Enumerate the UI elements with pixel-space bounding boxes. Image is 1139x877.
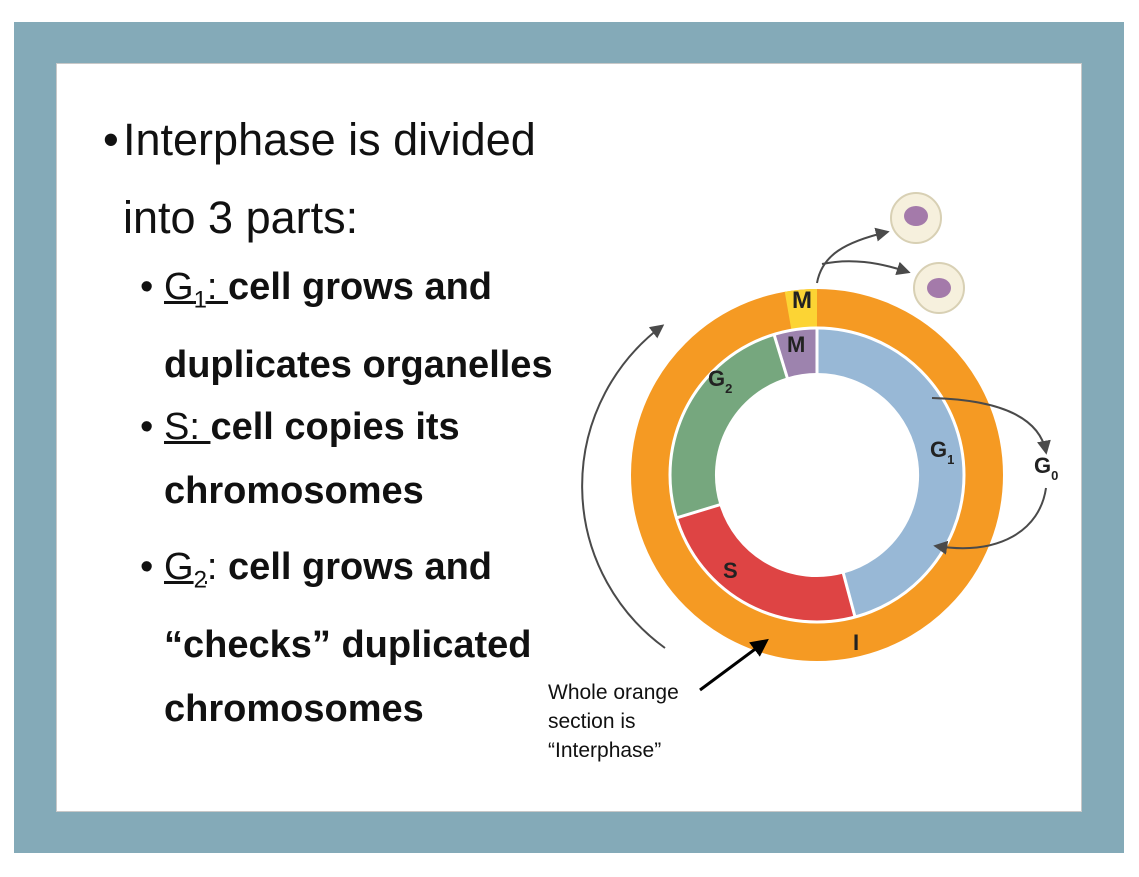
g2-segment: [670, 335, 788, 518]
g2-label: G2: [164, 546, 207, 594]
segment-divider: [841, 572, 857, 618]
slide-body: [56, 63, 1082, 812]
main-bullet: •Interphase is divided into 3 parts:: [103, 101, 663, 257]
g1-segment: [816, 329, 964, 617]
interphase-caption: Whole orange section is “Interphase”: [548, 681, 679, 762]
outer-m-label: M: [792, 287, 812, 314]
cycle-direction-arrow: [581, 324, 666, 649]
main-bullet-line2: into 3 parts:: [123, 192, 359, 243]
segment-dividers: [675, 328, 857, 618]
g1-label-text: G1: [930, 437, 954, 467]
g1-label: G1:: [164, 266, 229, 314]
mitosis-outer-segment: [784, 288, 818, 330]
s-label: S:: [164, 406, 211, 448]
inner-m-label: M: [787, 332, 805, 357]
g0-enter-arrow: [931, 397, 1051, 455]
daughter-cell-1: [890, 192, 942, 244]
sub-bullet-g1: • G1: cell grows and duplicates organell…: [140, 255, 620, 397]
bullet-dot: •: [103, 114, 119, 165]
separator-ring: [668, 326, 966, 624]
s-label-text: S: [723, 558, 738, 583]
sub-bullet-g2: • G2: cell grows and “checks” duplicated…: [140, 535, 620, 741]
bullet-dot: •: [140, 406, 154, 448]
g0-label-text: G0: [1034, 453, 1058, 483]
g0-exit-arrow: [933, 487, 1047, 555]
segment-divider: [675, 503, 721, 520]
daughter-arrow-1: [816, 227, 890, 284]
main-bullet-line1: •Interphase is divided: [103, 101, 663, 179]
sub-bullet-s: • S: cell copies its chromosomes: [140, 395, 620, 523]
bullet-dot: •: [140, 546, 154, 588]
s-segment: [677, 504, 855, 621]
g2-label-text: G2: [708, 366, 732, 396]
daughter-arrow-2: [821, 260, 911, 276]
daughter-cell-2: [913, 262, 965, 314]
caption-arrow: [699, 638, 769, 692]
bullet-dot: •: [140, 266, 154, 308]
segment-divider: [772, 333, 789, 379]
outer-i-label: I: [853, 630, 859, 655]
